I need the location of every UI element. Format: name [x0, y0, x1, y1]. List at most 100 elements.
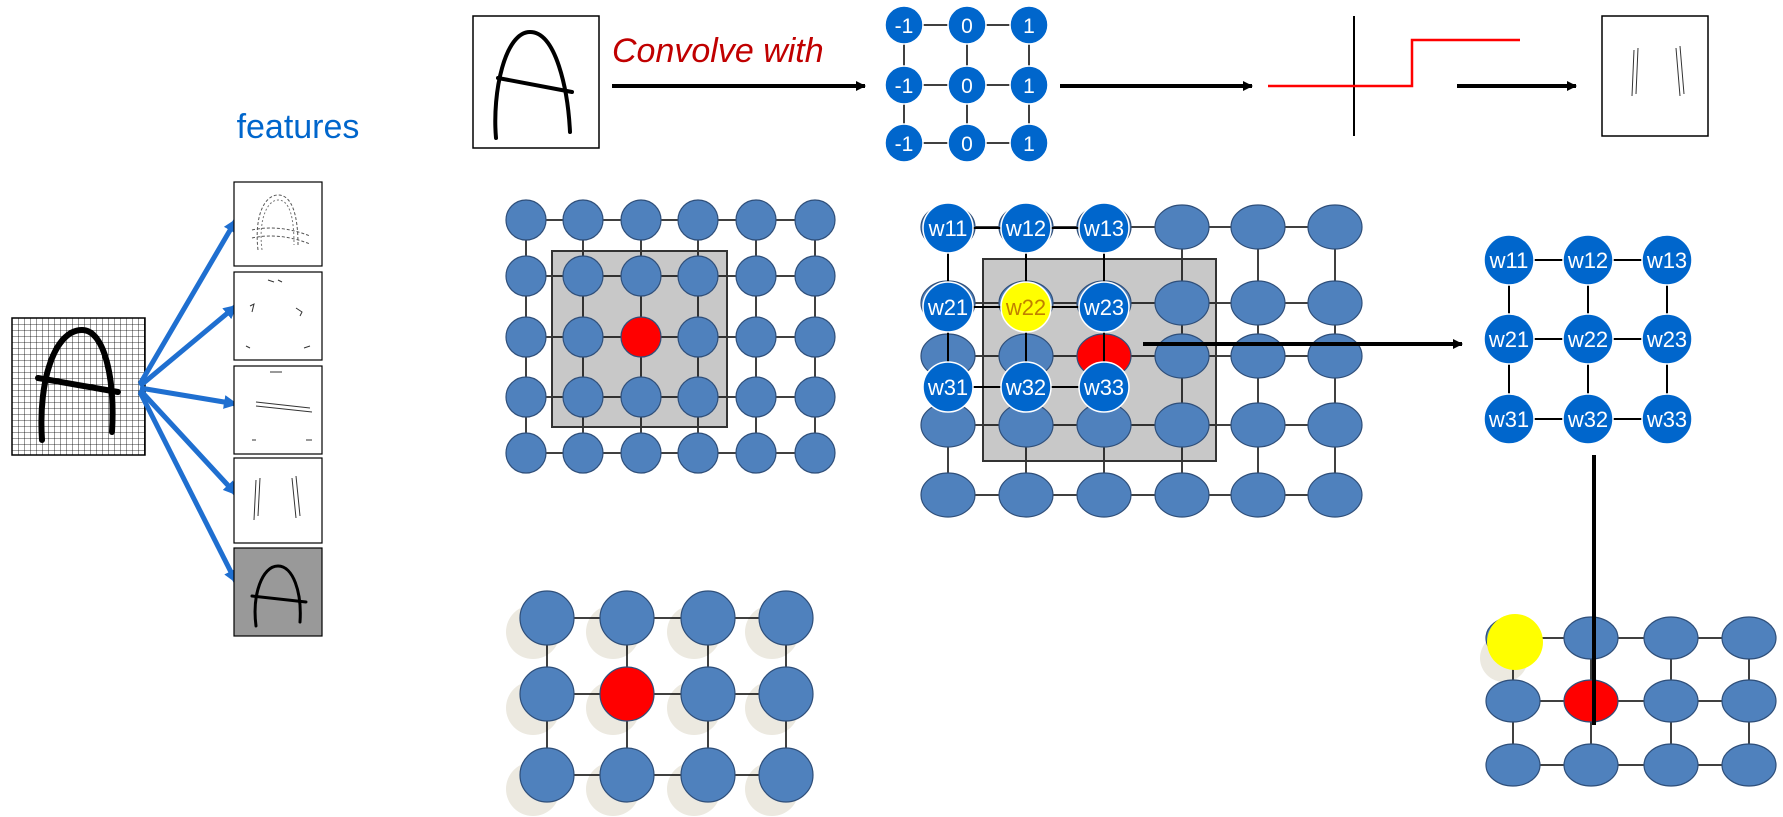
- weight-node: [1641, 393, 1693, 445]
- weight-node: [1562, 393, 1614, 445]
- grid-node: [562, 255, 604, 297]
- input-letter-image: [472, 15, 600, 149]
- weight-label: w32: [1567, 407, 1608, 432]
- highlighted-node: [599, 666, 655, 722]
- weight-node: [1483, 313, 1535, 365]
- grid-node: [1154, 402, 1210, 448]
- feature-map-3: [233, 365, 323, 455]
- grid-node: [1230, 333, 1286, 379]
- kernel-value: 0: [961, 133, 973, 156]
- output-node-grid-d: [1480, 614, 1777, 787]
- weight-label: w12: [1567, 248, 1608, 273]
- input-node-grid-a: [505, 199, 836, 474]
- grid-node: [1076, 472, 1132, 518]
- grid-node: [794, 432, 836, 474]
- grid-node: [562, 316, 604, 358]
- kernel-node: [884, 123, 924, 163]
- weight-node: [1641, 313, 1693, 365]
- grid-node: [1643, 616, 1699, 660]
- output-node-grid-c: [506, 590, 814, 816]
- grid-node: [505, 316, 547, 358]
- receptive-window-border: [982, 258, 1217, 462]
- weight-label: w22: [1005, 295, 1046, 320]
- weight-label: w33: [1083, 375, 1124, 400]
- weight-node: [1078, 361, 1130, 413]
- weight-label: w23: [1646, 327, 1687, 352]
- kernel-node: [1009, 65, 1049, 105]
- grid-node: [599, 747, 655, 803]
- feature-map-2: [233, 271, 323, 361]
- grid-node: [677, 432, 719, 474]
- kernel-value: 1: [1023, 15, 1035, 38]
- output-feature-image: [1601, 15, 1709, 137]
- weight-node: [1000, 361, 1052, 413]
- grid-node: [735, 376, 777, 418]
- step-function-icon: [1268, 16, 1520, 136]
- grid-node: [758, 590, 814, 646]
- weight-label: w12: [1005, 216, 1046, 241]
- weight-node: [1562, 234, 1614, 286]
- weight-node: [1000, 202, 1052, 254]
- grid-node: [1485, 743, 1541, 787]
- kernel-value: 0: [961, 15, 973, 38]
- grid-node: [677, 316, 719, 358]
- kernel-node: [947, 5, 987, 45]
- grid-node: [562, 376, 604, 418]
- kernel-value: -1: [895, 15, 914, 38]
- grid-node: [1307, 333, 1363, 379]
- weight-node: [1078, 202, 1130, 254]
- grid-node: [758, 666, 814, 722]
- grid-node: [1721, 616, 1777, 660]
- kernel-node: [947, 123, 987, 163]
- grid-node: [519, 666, 575, 722]
- grid-node: [794, 316, 836, 358]
- grid-node: [1563, 616, 1619, 660]
- grid-node: [505, 432, 547, 474]
- convolve-label: Convolve with: [612, 32, 824, 70]
- grid-node: [1307, 204, 1363, 250]
- grid-node: [1721, 743, 1777, 787]
- feature-map-4: [233, 457, 323, 544]
- weight-label: w21: [1488, 327, 1529, 352]
- weight-node: [1641, 234, 1693, 286]
- weight-label: w33: [1646, 407, 1687, 432]
- kernel-node: [884, 65, 924, 105]
- grid-node: [920, 472, 976, 518]
- grid-node: [1154, 333, 1210, 379]
- feature-map-5: [233, 547, 323, 637]
- highlighted-node: [1563, 679, 1619, 723]
- weight-label: w13: [1083, 216, 1124, 241]
- grid-node: [1307, 472, 1363, 518]
- grid-node: [677, 376, 719, 418]
- weight-node: [1483, 234, 1535, 286]
- grid-node: [599, 590, 655, 646]
- highlighted-node: [620, 316, 662, 358]
- weight-label: w23: [1083, 295, 1124, 320]
- feature-map-1: [233, 181, 323, 267]
- grid-node: [735, 255, 777, 297]
- weight-label: w13: [1646, 248, 1687, 273]
- feature-arrows: [137, 218, 239, 584]
- weight-node: [922, 202, 974, 254]
- weight-node: [1078, 281, 1130, 333]
- grid-node: [680, 590, 736, 646]
- weight-label: w21: [927, 295, 968, 320]
- weight-label: w31: [927, 375, 968, 400]
- kernel-value: -1: [895, 75, 914, 98]
- center-weight-node: [1000, 281, 1052, 333]
- grid-node: [1230, 204, 1286, 250]
- grid-node: [998, 472, 1054, 518]
- weight-node: [1562, 313, 1614, 365]
- grid-node: [1643, 743, 1699, 787]
- grid-node: [1307, 402, 1363, 448]
- grid-node: [519, 747, 575, 803]
- grid-node: [1154, 280, 1210, 326]
- grid-node: [677, 255, 719, 297]
- grid-node: [519, 590, 575, 646]
- grid-node: [758, 747, 814, 803]
- features-label: features: [237, 108, 360, 146]
- grid-node: [680, 747, 736, 803]
